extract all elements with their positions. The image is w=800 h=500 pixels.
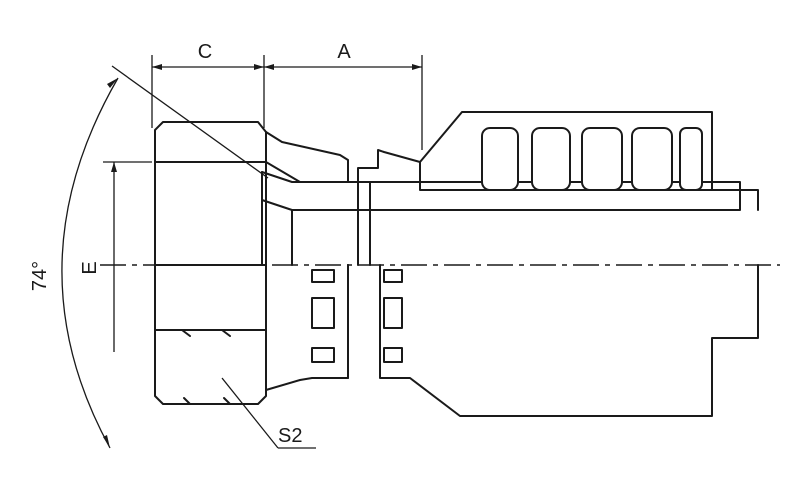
dimension-e <box>103 161 152 352</box>
dimension-c-label: C <box>198 41 212 63</box>
dimension-e-label: E <box>79 261 101 274</box>
dimension-c-a <box>151 55 423 150</box>
angle-dimension <box>61 65 269 449</box>
fitting-section-upper <box>154 111 759 211</box>
angle-label: 74° <box>29 261 51 291</box>
fitting-section-lower <box>154 161 759 417</box>
s2-leader <box>221 377 279 449</box>
dimension-a-label: A <box>337 41 351 63</box>
s2-label: S2 <box>278 425 302 447</box>
